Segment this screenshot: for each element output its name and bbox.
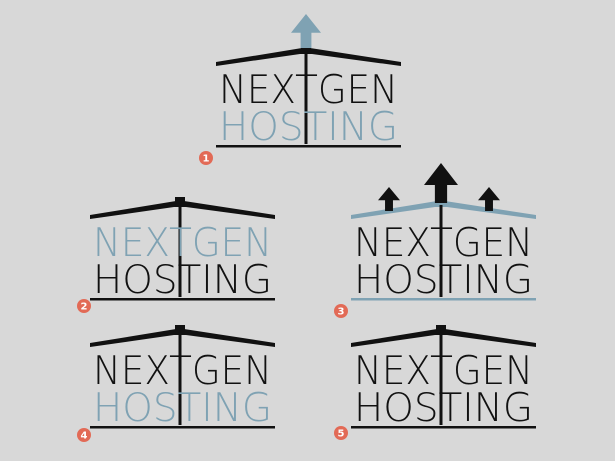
mast-line [178,333,182,425]
roof-peak-icon [436,325,446,333]
logo-word-nextgen: NEXTGEN [354,349,533,394]
logo-baseline [216,145,401,148]
logo-baseline [351,426,536,429]
mast-line [304,52,308,144]
variant-number: 1 [203,154,210,165]
logo-baseline [90,426,275,429]
variant-number: 5 [338,429,345,440]
logo-word-hosting: HOSTING [219,105,398,150]
up-arrow-small-right-icon [478,187,500,211]
up-arrow-icon [291,14,321,48]
roof-peak-icon [175,197,185,205]
logo-word-nextgen: NEXTGEN [93,349,272,394]
variant-number-badge: 3 [334,304,348,318]
logo-word-nextgen: NEXTGEN [219,68,398,113]
variant-number-badge: 1 [199,151,213,165]
variant-number: 3 [338,307,345,318]
logo-word-hosting: HOSTING [354,258,533,303]
logo-baseline [90,298,275,301]
variant-number: 2 [81,302,88,313]
logo-word-hosting: HOSTING [354,386,533,431]
mast-line [178,205,182,297]
logo-word-nextgen: NEXTGEN [93,221,272,266]
mast-line [439,205,443,297]
logo-word-nextgen: NEXTGEN [354,221,533,266]
variant-number-badge: 2 [77,299,91,313]
logo-word-hosting: HOSTING [93,386,272,431]
logo-word-hosting: HOSTING [93,258,272,303]
variant-number-badge: 4 [77,428,91,442]
roof-peak-icon [175,325,185,333]
variant-number-badge: 5 [334,426,348,440]
logo-baseline [351,298,536,301]
mast-line [439,333,443,425]
up-arrow-small-left-icon [378,187,400,211]
variant-number: 4 [81,431,88,442]
up-arrow-icon [424,163,458,203]
